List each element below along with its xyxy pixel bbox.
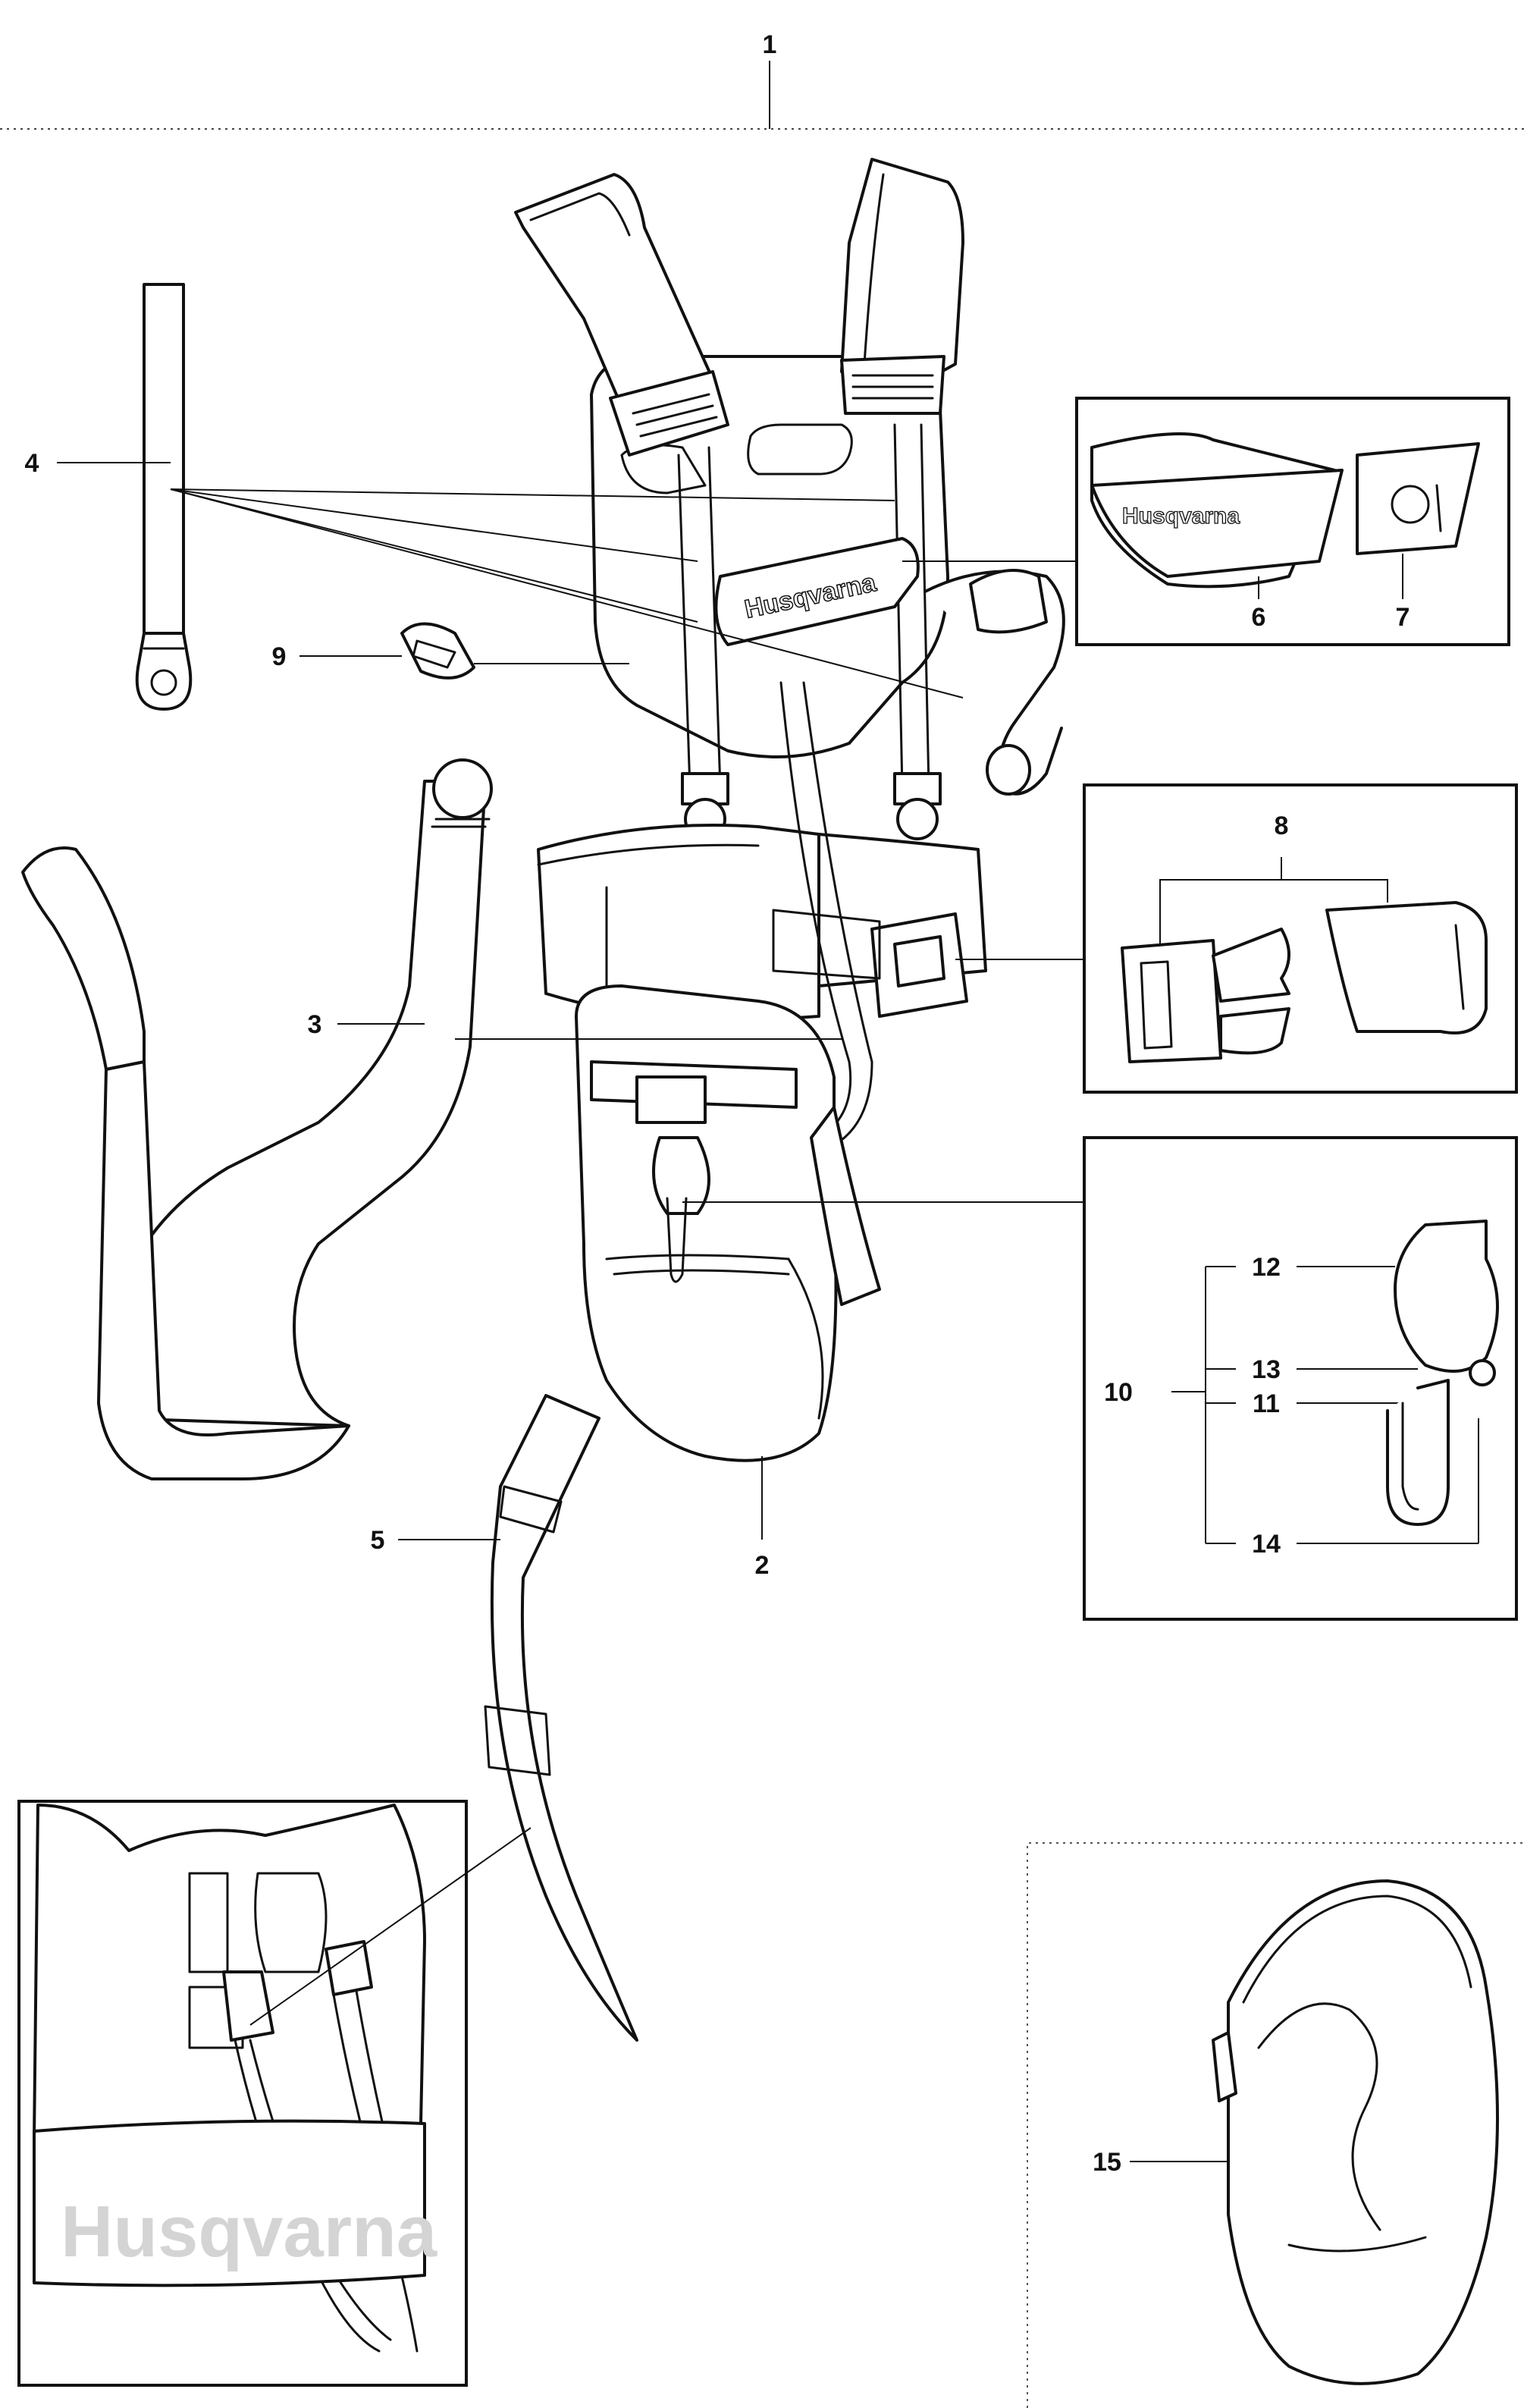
callout-12[interactable]: 12 xyxy=(1252,1253,1281,1282)
assembly-header: 1 xyxy=(0,30,1524,130)
callout-2[interactable]: 2 xyxy=(755,1551,770,1580)
detail-box-harness-back: Husqvarna xyxy=(17,1800,532,2387)
strap-item-3 xyxy=(106,758,493,1427)
callout-4[interactable]: 4 xyxy=(25,449,39,478)
callout-10[interactable]: 10 xyxy=(1104,1378,1133,1407)
callout-3[interactable]: 3 xyxy=(308,1010,322,1039)
detail-box-15: 15 xyxy=(1027,1842,1524,2408)
callout-15[interactable]: 15 xyxy=(1093,2148,1121,2177)
callout-labels: 4 9 3 2 5 xyxy=(25,449,770,1580)
callout-7[interactable]: 7 xyxy=(1396,603,1410,632)
callout-8[interactable]: 8 xyxy=(1275,812,1289,840)
callout-5[interactable]: 5 xyxy=(371,1526,385,1555)
strap-item-5 xyxy=(484,1394,638,2042)
callout-13[interactable]: 13 xyxy=(1252,1355,1281,1384)
harness-assembly: Husqvarna xyxy=(514,158,1065,1462)
leader-lines xyxy=(57,462,1084,1540)
pad-brand: Husqvarna xyxy=(1122,504,1240,529)
callout-11[interactable]: 11 xyxy=(1253,1389,1280,1418)
detail-box-8: 8 xyxy=(1083,783,1518,1094)
slide-buckle-item-9 xyxy=(400,622,475,680)
strap-item-4 xyxy=(135,283,193,711)
callout-6[interactable]: 6 xyxy=(1252,603,1266,632)
side-strap-left xyxy=(21,846,350,1480)
callout-9[interactable]: 9 xyxy=(272,642,287,671)
detail-box-10-14: 10 12 13 11 14 xyxy=(1083,1136,1518,1621)
detail-box-6-7: Husqvarna 6 7 xyxy=(1075,397,1510,646)
callout-1[interactable]: 1 xyxy=(763,30,777,59)
belt-brand-watermark: Husqvarna xyxy=(61,2191,437,2272)
callout-14[interactable]: 14 xyxy=(1252,1530,1281,1559)
